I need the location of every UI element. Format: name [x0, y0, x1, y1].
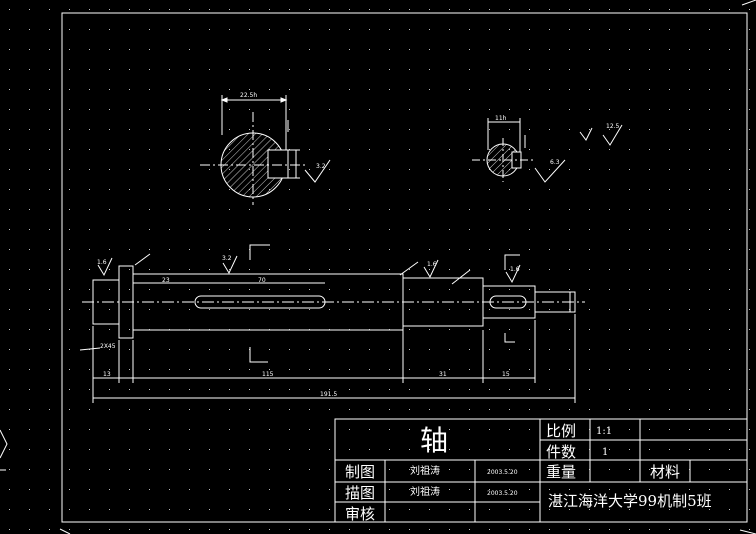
title-block: [334, 418, 748, 523]
part-name: 轴: [420, 424, 448, 457]
ratio-label: 比例: [546, 422, 576, 440]
dim-d-sec1: 22.5h: [240, 92, 257, 99]
dim-len-1915: 191.5: [320, 391, 337, 398]
rough-16c: 1.6: [510, 266, 520, 273]
dim-chamfer: 2X45: [100, 343, 116, 350]
section-view-b: [472, 118, 623, 183]
qty-label: 件数: [546, 443, 576, 461]
dim-len-23: 23: [162, 277, 170, 284]
dim-len-15: 15: [502, 371, 510, 378]
section-view-a: [200, 95, 331, 205]
rough-63: 6.3: [550, 159, 560, 166]
dim-len-31: 31: [439, 371, 447, 378]
weight-label: 重量: [546, 463, 576, 481]
rough-16a: 1.6: [97, 259, 107, 266]
qty-value: 1: [602, 447, 608, 458]
organization: 湛江海洋大学99机制5班: [548, 492, 712, 510]
drafted-label: 制图: [345, 463, 375, 481]
traced-by: 刘祖涛: [410, 485, 440, 498]
traced-date: 2003.5.20: [487, 490, 518, 497]
material-label: 材料: [650, 463, 680, 481]
drafted-date: 2003.5.20: [487, 469, 518, 476]
checked-label: 审核: [345, 505, 375, 523]
dim-len-13a: 13: [103, 371, 111, 378]
traced-label: 描图: [345, 484, 375, 502]
shaft-main-view: [79, 244, 585, 403]
dim-d-sec2: 11h: [495, 115, 507, 122]
rough-16b: 1.6: [427, 261, 437, 268]
rough-32b: 3.2: [222, 255, 232, 262]
drafted-by: 刘祖涛: [410, 464, 440, 477]
ratio-value: 1:1: [596, 426, 612, 437]
dim-len-115: 115: [262, 371, 274, 378]
rough-125: 12.5: [606, 123, 620, 130]
rough-32a: 3.2: [316, 163, 326, 170]
dim-len-70: 70: [258, 277, 266, 284]
